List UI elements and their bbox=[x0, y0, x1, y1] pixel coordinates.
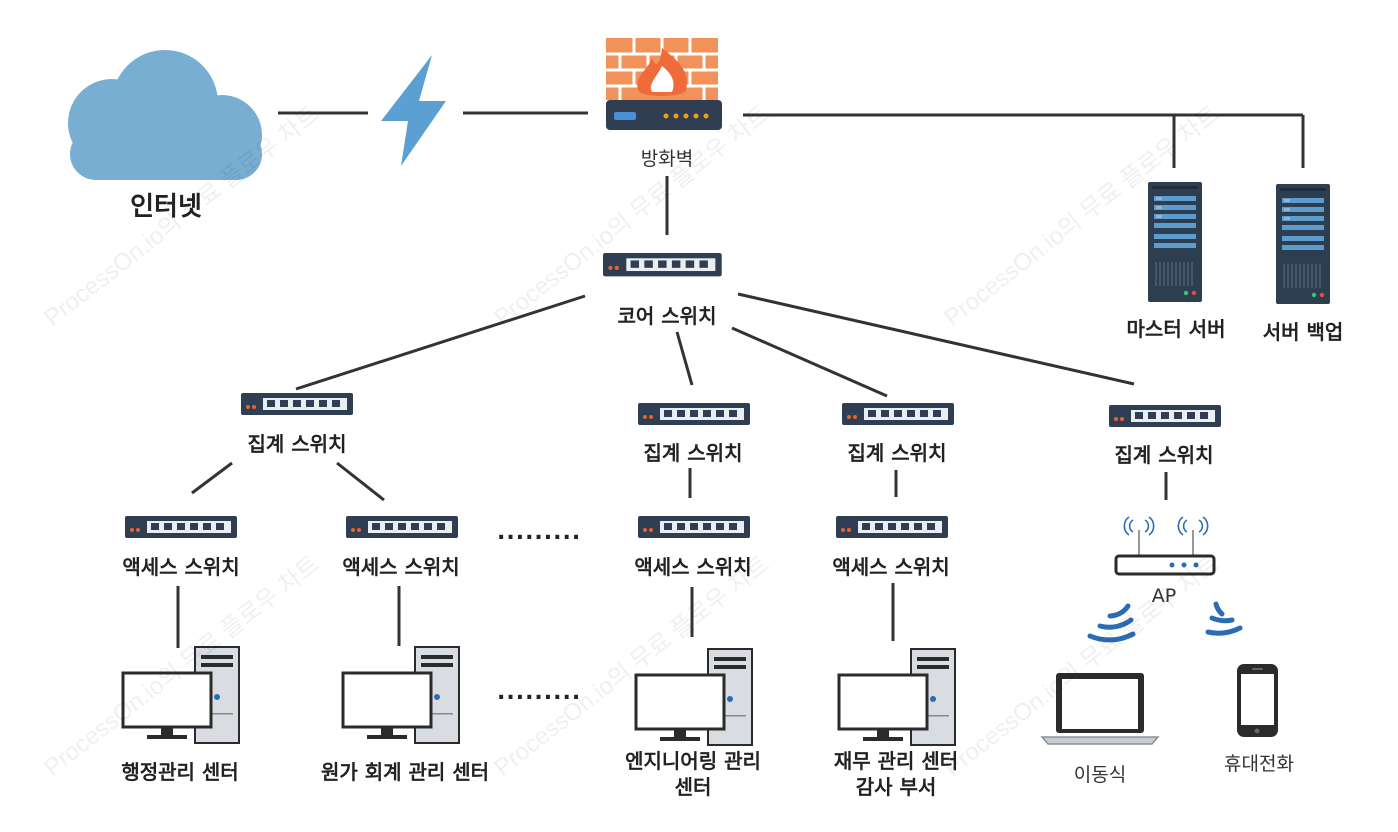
cloud-icon bbox=[68, 50, 262, 180]
internet-label: 인터넷 bbox=[130, 192, 202, 222]
finance-center-label-1: 재무 관리 센터 bbox=[833, 749, 959, 773]
access-switch-icon-2 bbox=[346, 516, 458, 538]
laptop-icon bbox=[1040, 673, 1160, 745]
wifi-waves-left-icon bbox=[1087, 603, 1136, 643]
finance-center-label-2: 감사 부서 bbox=[855, 775, 937, 799]
pc-icon-cost bbox=[341, 645, 461, 745]
agg-switch-icon-2 bbox=[638, 403, 750, 425]
agg-switch-icon-1 bbox=[241, 393, 353, 415]
agg-switch-label-3: 집계 스위치 bbox=[847, 441, 947, 465]
agg-switch-label-4: 집계 스위치 bbox=[1114, 443, 1214, 467]
access-switch-icon-3 bbox=[638, 516, 750, 538]
laptop-label: 이동식 bbox=[1073, 764, 1127, 786]
access-switch-label-4: 액세스 스위치 bbox=[832, 555, 950, 579]
access-switch-icon-4 bbox=[836, 516, 948, 538]
master-server-label: 마스터 서버 bbox=[1126, 317, 1226, 341]
access-switch-icon-1 bbox=[125, 516, 237, 538]
firewall-label: 방화벽 bbox=[640, 148, 694, 170]
lightning-icon bbox=[381, 55, 446, 166]
eng-center-label-1: 엔지니어링 관리 bbox=[625, 749, 761, 773]
agg-switch-label-1: 집계 스위치 bbox=[247, 432, 347, 456]
core-switch-label: 코어 스위치 bbox=[617, 304, 717, 328]
access-switch-label-2: 액세스 스위치 bbox=[342, 555, 460, 579]
agg-switch-icon-4 bbox=[1109, 405, 1221, 427]
cost-center-label: 원가 회계 관리 센터 bbox=[320, 760, 490, 784]
access-switch-label-1: 액세스 스위치 bbox=[122, 555, 240, 579]
access-point-icon bbox=[1114, 516, 1216, 576]
connection-lines bbox=[176, 111, 1305, 648]
agg-switch-icon-3 bbox=[842, 403, 954, 425]
firewall-icon bbox=[606, 38, 722, 130]
access-switch-label-3: 액세스 스위치 bbox=[634, 555, 752, 579]
server-backup-label: 서버 백업 bbox=[1262, 320, 1344, 344]
smartphone-icon bbox=[1237, 664, 1278, 737]
phone-label: 휴대전화 bbox=[1224, 753, 1294, 775]
master-server-icon bbox=[1147, 181, 1203, 303]
admin-center-label: 행정관리 센터 bbox=[121, 760, 239, 784]
ellipsis-access: ......... bbox=[497, 520, 582, 545]
core-switch-icon bbox=[603, 253, 722, 277]
ap-label: AP bbox=[1151, 585, 1177, 607]
backup-server-icon bbox=[1275, 183, 1331, 305]
pc-icon-finance bbox=[837, 647, 957, 747]
agg-switch-label-2: 집계 스위치 bbox=[643, 441, 743, 465]
ellipsis-pcs: ......... bbox=[497, 680, 582, 705]
wifi-waves-right-icon bbox=[1205, 601, 1243, 636]
eng-center-label-2: 센터 bbox=[674, 775, 712, 799]
